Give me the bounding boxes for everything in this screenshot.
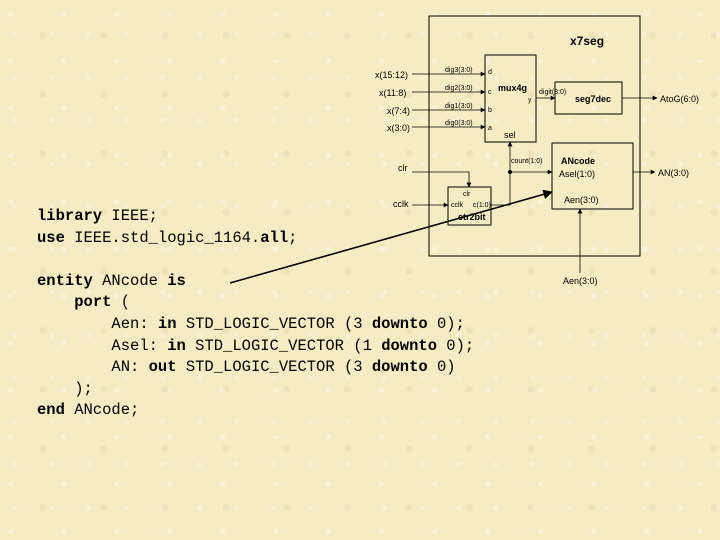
ancode-label: ANcode: [561, 156, 595, 166]
code-keyword: in: [167, 336, 186, 355]
x7seg-boundary: [428, 15, 641, 257]
ancode-aen-port: Aen(3:0): [564, 195, 599, 205]
mux4g-label: mux4g: [498, 83, 527, 93]
ctr2bit-c-port: c(1:0): [473, 202, 491, 209]
code-line: Aen: in STD_LOGIC_VECTOR (3 downto 0);: [37, 314, 474, 336]
ancode-asel-port: Asel(1:0): [559, 169, 595, 179]
code-line: port (: [37, 292, 474, 314]
code-text: STD_LOGIC_VECTOR (3: [176, 358, 372, 377]
code-text: 0);: [427, 314, 465, 333]
code-line: entity ANcode is: [37, 271, 474, 293]
code-text: 0);: [437, 336, 475, 355]
mux-port-b: b: [488, 107, 492, 114]
code-keyword: end: [37, 401, 65, 420]
input-x-3-0: x(3:0): [387, 123, 410, 133]
ctr2bit-cclk-port: cclk: [451, 202, 464, 209]
input-x-15-12: x(15:12): [375, 70, 408, 80]
ancode-block: [551, 142, 634, 210]
code-text: AN:: [37, 358, 149, 377]
bus-dig3: dig3(3:0): [445, 67, 473, 74]
input-cclk: cclk: [393, 199, 409, 209]
mux-port-c: c: [488, 89, 492, 96]
code-text: (: [111, 293, 131, 312]
code-keyword: downto: [371, 314, 428, 333]
input-x-11-8: x(11:8): [379, 88, 406, 98]
code-text: ANcode: [92, 271, 168, 290]
bus-dig2: dig2(3:0): [445, 85, 473, 92]
mux-port-y: y: [528, 97, 532, 104]
bus-dig1: dig1(3:0): [445, 103, 473, 110]
x7seg-title: x7seg: [570, 34, 604, 48]
code-text: );: [37, 379, 93, 398]
code-text: Asel:: [37, 336, 168, 355]
bus-digit: digit(3:0): [539, 89, 566, 96]
code-keyword: is: [167, 271, 186, 290]
mux-port-sel: sel: [504, 130, 516, 140]
code-keyword: out: [148, 358, 177, 377]
code-keyword: port: [74, 293, 112, 312]
code-text: STD_LOGIC_VECTOR (3: [176, 314, 372, 333]
code-line: end ANcode;: [37, 400, 474, 422]
code-line: AN: out STD_LOGIC_VECTOR (3 downto 0): [37, 357, 474, 379]
code-line: use IEEE.std_logic_1164.all;: [37, 228, 474, 250]
code-keyword: downto: [381, 336, 437, 355]
code-keyword: entity: [37, 271, 93, 290]
code-text: ANcode;: [64, 401, 140, 420]
code-line: library IEEE;: [37, 206, 474, 228]
input-x-7-4: x(7:4): [387, 106, 410, 116]
input-aen: Aen(3:0): [563, 276, 598, 286]
seg7dec-label: seg7dec: [575, 94, 611, 104]
code-text: [37, 293, 74, 311]
code-text: STD_LOGIC_VECTOR (1: [185, 336, 382, 355]
code-keyword: use: [37, 228, 65, 247]
code-line: [37, 249, 474, 271]
code-text: 0): [427, 358, 456, 377]
code-line: );: [37, 379, 474, 401]
ctr2bit-clr-port: clr: [463, 191, 471, 198]
bus-count: count(1:0): [511, 158, 543, 165]
pointer-arrow: [229, 189, 553, 284]
code-text: ;: [288, 228, 298, 247]
mux-port-d: d: [488, 69, 492, 76]
code-text: IEEE.std_logic_1164.: [64, 228, 261, 247]
ctr2bit-label: ctr2bit: [458, 212, 486, 222]
code-text: IEEE;: [102, 207, 158, 225]
code-keyword: all: [260, 228, 289, 247]
mux-port-a: a: [488, 125, 492, 132]
wire-count-sel: [491, 141, 513, 206]
code-keyword: in: [157, 314, 177, 333]
code-line: Asel: in STD_LOGIC_VECTOR (1 downto 0);: [37, 336, 474, 358]
code-text: Aen:: [37, 314, 158, 333]
code-keyword: downto: [371, 358, 428, 377]
vhdl-code: library IEEE;use IEEE.std_logic_1164.all…: [37, 206, 474, 422]
code-keyword: library: [37, 207, 103, 225]
input-clr: clr: [398, 163, 408, 173]
wire-clr: [412, 171, 472, 188]
output-atog: AtoG(6:0): [660, 94, 699, 104]
bus-dig0: dig0(3:0): [445, 120, 473, 127]
output-an: AN(3:0): [658, 168, 689, 178]
